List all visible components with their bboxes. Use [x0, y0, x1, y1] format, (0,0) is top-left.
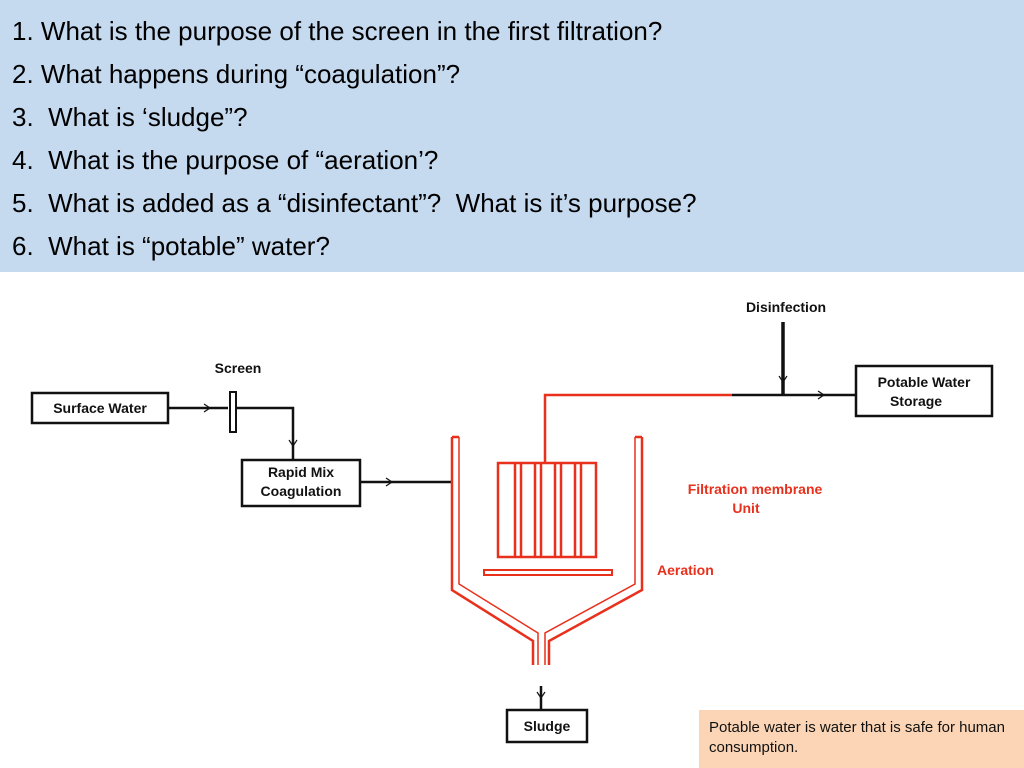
surface-water-box [30, 391, 170, 425]
rapid-mix-box [240, 458, 362, 508]
membrane-frame [496, 461, 598, 559]
flow-arrow [203, 403, 212, 413]
potable-storage-label-2: Storage [890, 393, 942, 409]
water-treatment-diagram: Surface Water Screen Rapid Mix Coagulati… [30, 299, 994, 744]
question-1: 1. What is the purpose of the screen in … [12, 16, 663, 46]
question-panel: 1. What is the purpose of the screen in … [0, 0, 1024, 272]
surface-water-label: Surface Water [53, 400, 147, 416]
screen-label: Screen [215, 360, 262, 376]
definition-note: Potable water is water that is safe for … [699, 710, 1024, 768]
question-6: 6. What is “potable” water? [12, 231, 330, 261]
tank-outer-wall [450, 437, 535, 665]
permeate-pipe [543, 393, 732, 463]
screen-bar [229, 391, 237, 433]
sludge-label: Sludge [524, 718, 571, 734]
tank-outer-wall [547, 437, 644, 665]
flow-arrow [536, 691, 546, 700]
question-4: 4. What is the purpose of “aeration’? [12, 145, 439, 175]
question-3: 3. What is ‘sludge”? [12, 102, 248, 132]
flow-arrow [817, 390, 826, 400]
tank-inner-wall [544, 437, 636, 665]
question-2: 2. What happens during “coagulation”? [12, 59, 461, 89]
aeration-bar [483, 569, 613, 576]
question-list: 1. What is the purpose of the screen in … [12, 10, 697, 268]
flow-arrow [385, 477, 394, 487]
aeration-label: Aeration [657, 562, 714, 578]
sludge-box [505, 708, 589, 744]
filtration-unit-label-2: Unit [732, 500, 760, 516]
flow-arrow [288, 439, 298, 448]
rapid-mix-label-1: Rapid Mix [268, 464, 334, 480]
filtration-unit-label-1: Filtration membrane [688, 481, 823, 497]
definition-note-text: Potable water is water that is safe for … [709, 719, 1005, 756]
potable-storage-box [854, 364, 994, 418]
disinfection-label: Disinfection [746, 299, 826, 315]
rapid-mix-label-2: Coagulation [261, 483, 342, 499]
potable-storage-label-1: Potable Water [878, 374, 971, 390]
question-5: 5. What is added as a “disinfectant”? Wh… [12, 188, 697, 218]
flow-line-screen-to-mix [236, 406, 295, 460]
flow-arrow [778, 375, 788, 384]
tank-inner-wall [458, 437, 539, 665]
